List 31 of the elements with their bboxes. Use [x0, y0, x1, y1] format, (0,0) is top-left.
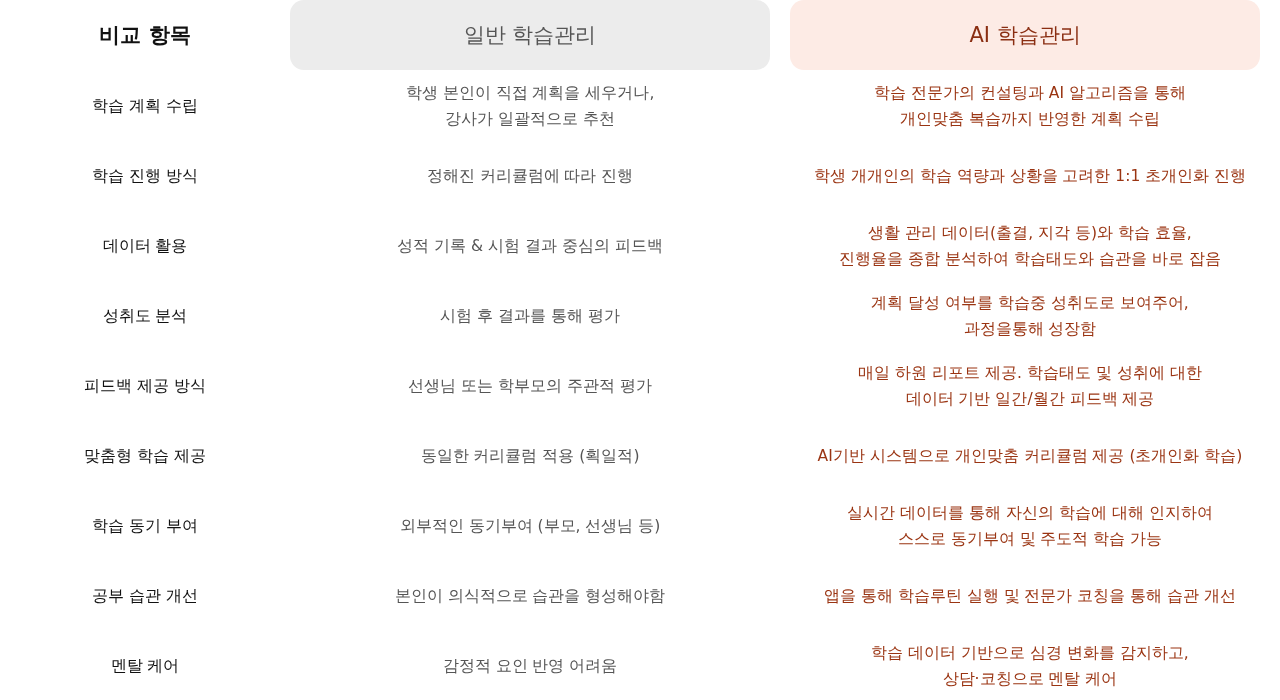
table-text: 정해진 커리큘럼에 따라 진행 [426, 166, 634, 187]
table-text: 피드백 제공 방식 [84, 376, 206, 397]
table-text: 시험 후 결과를 통해 평가 [440, 306, 620, 327]
table-text: 외부적인 동기부여 (부모, 선생님 등) [399, 516, 661, 537]
table-text: 학습 데이터 기반으로 심경 변화를 감지하고, 상담·코칭으로 멘탈 케어 [871, 643, 1189, 690]
column-header [790, 0, 1260, 70]
table-text: 공부 습관 개선 [92, 586, 198, 607]
table-text: 선생님 또는 학부모의 주관적 평가 [408, 376, 652, 397]
table-text: 학습 동기 부여 [92, 516, 198, 537]
header-text: AI 학습관리 [969, 22, 1081, 49]
table-text: 본인이 의식적으로 습관을 형성해야함 [394, 586, 666, 607]
table-text: 학습 계획 수립 [92, 96, 198, 117]
table-text: 감정적 요인 반영 어려움 [442, 656, 618, 677]
header-text: 일반 학습관리 [463, 22, 597, 49]
table-text: 성취도 분석 [102, 306, 188, 327]
table-text: AI기반 시스템으로 개인맞춤 커리큘럼 제공 (초개인화 학습) [817, 446, 1243, 467]
table-text: 실시간 데이터를 통해 자신의 학습에 대해 인지하여 스스로 동기부여 및 주도적 학습 가능 [847, 503, 1213, 550]
table-text: 맞춤형 학습 제공 [84, 446, 206, 467]
table-text: 학습 전문가의 컨설팅과 AI 알고리즘을 통해 개인맞춤 복습까지 반영한 계획 수립 [874, 83, 1186, 130]
table-text: 학생 본인이 직접 계획을 세우거나, 강사가 일괄적으로 추천 [405, 83, 655, 130]
table-text: 계획 달성 여부를 학습중 성취도로 보여주어, 과정을통해 성장함 [871, 293, 1189, 340]
table-text: 성적 기록 & 시험 결과 중심의 피드백 [397, 236, 663, 257]
table-text: 학습 진행 방식 [92, 166, 198, 187]
table-text: 학생 개개인의 학습 역량과 상황을 고려한 1:1 초개인화 진행 [813, 166, 1247, 187]
column-heading: 비교 항목 [99, 22, 191, 48]
table-text: 동일한 커리큘럼 적용 (획일적) [420, 446, 640, 467]
table-text: 매일 하원 리포트 제공. 학습태도 및 성취에 대한 데이터 기반 일간/월간 피드백 제공 [858, 363, 1202, 410]
table-text: 생활 관리 데이터(출결, 지각 등)와 학습 효율, 진행율을 종합 분석하여 학습태도와 습관을 바로 잡음 [839, 223, 1221, 270]
table-text: 멘탈 케어 [110, 656, 180, 677]
table-text: 앱을 통해 학습루틴 실행 및 전문가 코칭을 통해 습관 개선 [823, 586, 1237, 607]
table-text: 데이터 활용 [102, 236, 188, 257]
